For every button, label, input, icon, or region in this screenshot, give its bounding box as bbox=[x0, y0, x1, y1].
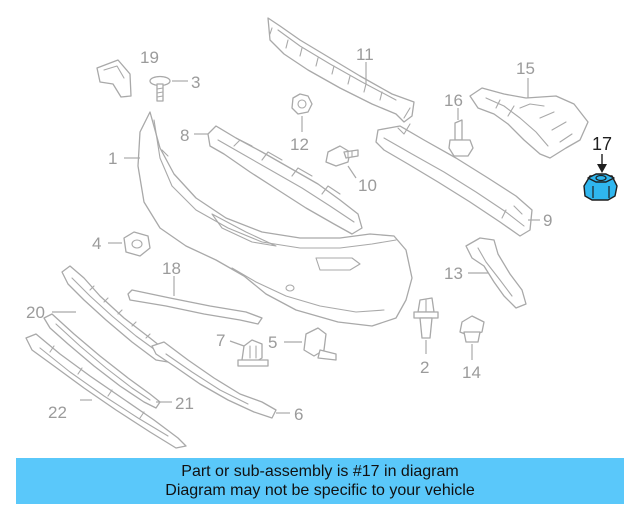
callout-6: 6 bbox=[294, 405, 303, 424]
callout-8: 8 bbox=[180, 126, 189, 145]
callout-5: 5 bbox=[268, 333, 277, 352]
part-13-bracket bbox=[465, 237, 527, 309]
callout-11: 11 bbox=[356, 45, 374, 64]
callout-19: 19 bbox=[140, 48, 159, 67]
callout-7: 7 bbox=[216, 331, 225, 350]
part-3-screw bbox=[149, 75, 188, 102]
callout-20: 20 bbox=[26, 303, 45, 322]
part-20-lower-strip bbox=[52, 265, 171, 363]
callout-16: 16 bbox=[444, 91, 463, 110]
part-8-impact-absorber bbox=[194, 125, 363, 235]
part-16-bolt bbox=[448, 108, 474, 157]
callout-17-highlighted: 17 bbox=[592, 134, 612, 154]
callout-18: 18 bbox=[162, 259, 181, 278]
callout-12: 12 bbox=[290, 135, 309, 154]
part-12-nut bbox=[291, 93, 313, 132]
part-11-upper-retainer bbox=[267, 17, 415, 123]
callout-21: 21 bbox=[175, 394, 194, 413]
part-5-cover bbox=[284, 327, 337, 361]
part-19-bracket bbox=[96, 59, 132, 98]
callout-9: 9 bbox=[543, 211, 552, 230]
part-2-push-clip bbox=[413, 297, 439, 354]
part-7-push-pin bbox=[229, 339, 269, 367]
part-10-bolt bbox=[325, 145, 359, 179]
info-banner: Part or sub-assembly is #17 in diagram D… bbox=[16, 458, 624, 504]
banner-line-1: Part or sub-assembly is #17 in diagram bbox=[181, 463, 459, 480]
part-17-nut-highlighted bbox=[583, 154, 618, 201]
callout-3: 3 bbox=[191, 73, 200, 92]
part-14-clip-nut bbox=[459, 315, 485, 360]
callout-14: 14 bbox=[462, 363, 481, 382]
part-22-deflector bbox=[25, 333, 187, 449]
callout-22: 22 bbox=[48, 403, 67, 422]
part-6-lower-valance bbox=[151, 341, 290, 419]
part-1-bumper-cover bbox=[124, 111, 413, 327]
callout-15: 15 bbox=[516, 59, 535, 78]
part-4-clip bbox=[108, 231, 151, 257]
callout-1: 1 bbox=[108, 149, 117, 168]
callout-13: 13 bbox=[444, 264, 463, 283]
part-15-side-bracket bbox=[469, 78, 589, 159]
banner-line-2: Diagram may not be specific to your vehi… bbox=[165, 482, 475, 499]
part-18-molding bbox=[127, 276, 263, 325]
part-21-lower-trim bbox=[43, 313, 172, 409]
part-9-reinforcement-beam bbox=[375, 123, 540, 237]
callout-4: 4 bbox=[92, 234, 101, 253]
parts-diagram: 19 3 11 15 16 8 12 1 10 9 4 18 13 20 7 5… bbox=[25, 17, 618, 449]
callout-10: 10 bbox=[358, 176, 377, 195]
callout-2: 2 bbox=[420, 358, 429, 377]
